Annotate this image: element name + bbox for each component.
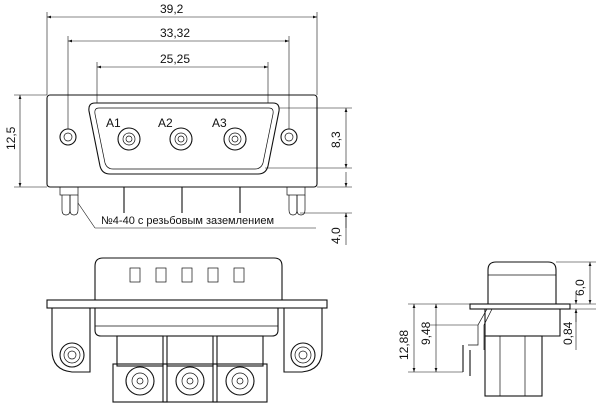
contact-a3 bbox=[223, 127, 247, 151]
contact-label-a1: A1 bbox=[106, 116, 121, 130]
contact-a1 bbox=[117, 127, 141, 151]
bracket-right bbox=[286, 186, 306, 216]
coax-terminal-3 bbox=[212, 335, 268, 403]
side-view: 12,88 9,48 6,0 0,84 bbox=[397, 261, 596, 397]
dim-side-top-height: 6,0 bbox=[573, 279, 587, 296]
dim-side-offset: 0,84 bbox=[561, 321, 575, 345]
thread-note: №4-40 с резьбовым заземлением bbox=[101, 215, 274, 227]
bottom-view bbox=[46, 257, 328, 403]
dim-side-mid-height: 9,48 bbox=[419, 321, 433, 345]
dim-side-total-height: 12,88 bbox=[397, 330, 411, 360]
screw-left bbox=[59, 342, 85, 368]
dim-overall-width: 39,2 bbox=[160, 2, 184, 16]
screw-right bbox=[290, 342, 316, 368]
mount-hole-left bbox=[59, 128, 77, 146]
dim-shell-height: 8,3 bbox=[329, 131, 343, 148]
mount-hole-right bbox=[280, 128, 298, 146]
coax-terminal-1 bbox=[112, 335, 168, 403]
contact-label-a3: A3 bbox=[212, 116, 227, 130]
contact-a2 bbox=[169, 127, 193, 151]
bracket-left bbox=[59, 186, 79, 216]
dim-overall-height: 12,5 bbox=[4, 126, 18, 150]
coax-terminal-2 bbox=[162, 335, 218, 403]
contact-label-a2: A2 bbox=[158, 116, 173, 130]
dim-mount-hole-spacing: 33,32 bbox=[160, 26, 190, 40]
dim-pin-length: 4,0 bbox=[329, 227, 343, 244]
front-view: A1 A2 A3 39,2 33,32 25,25 bbox=[4, 2, 352, 245]
dim-shell-width: 25,25 bbox=[160, 52, 190, 66]
